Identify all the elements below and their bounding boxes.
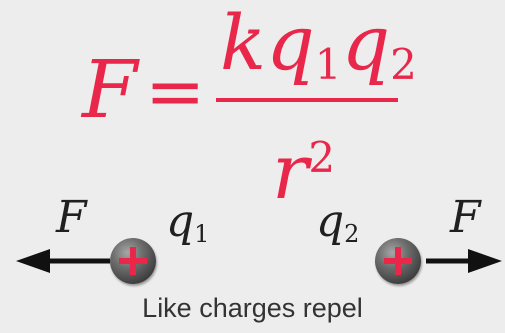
plus-sign-vertical bbox=[395, 247, 401, 275]
caption: Like charges repel bbox=[142, 293, 363, 323]
equals-sign: = bbox=[145, 49, 206, 133]
formula-numerator: kq1q2 bbox=[220, 5, 417, 103]
charge-q2-symbol: q bbox=[341, 0, 391, 87]
force-symbol: F bbox=[82, 43, 138, 136]
charge-q1-subscript: 1 bbox=[314, 40, 342, 89]
force-right-label: F bbox=[450, 192, 481, 243]
charge-q2-label-subscript: 2 bbox=[344, 220, 360, 248]
force-left-label: F bbox=[56, 192, 87, 243]
distance-symbol: r bbox=[272, 127, 309, 216]
charge-q1-label-symbol: q bbox=[166, 196, 195, 247]
formula-denominator: r2 bbox=[272, 120, 335, 210]
charge-q2-label: q2 bbox=[316, 200, 359, 256]
distance-exponent: 2 bbox=[308, 133, 336, 182]
charge-q1-label-subscript: 1 bbox=[194, 220, 210, 248]
plus-sign-vertical bbox=[130, 247, 136, 275]
arrow-left-icon bbox=[16, 249, 110, 273]
positive-charge-icon bbox=[375, 238, 421, 284]
coulomb-constant: k bbox=[220, 0, 267, 87]
charge-q2-label-symbol: q bbox=[316, 196, 345, 247]
fraction-bar bbox=[216, 98, 398, 102]
arrow-right-icon bbox=[426, 249, 502, 273]
charge-q2-subscript: 2 bbox=[390, 40, 417, 89]
charge-q1-symbol: q bbox=[266, 0, 315, 87]
charge-q1-label: q1 bbox=[166, 200, 209, 256]
positive-charge-icon bbox=[110, 238, 156, 284]
